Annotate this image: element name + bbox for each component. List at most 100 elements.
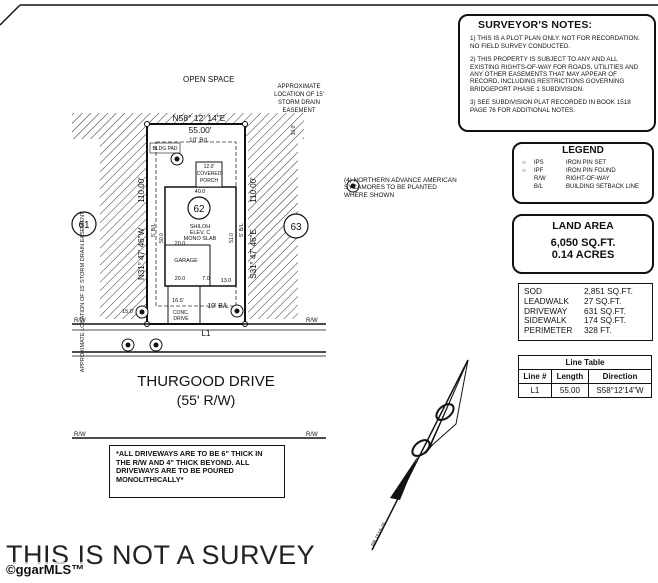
dim-13: 13.0	[221, 278, 232, 284]
area-value: 328 FT.	[584, 325, 612, 336]
north-arrow-label: PB 1518-76	[370, 521, 388, 547]
north-bearing: N58° 12' 14"E	[173, 113, 226, 123]
tree-note: (4) NORTHERN ADVANCE AMERICAN SYCAMORES …	[344, 177, 457, 199]
dim-10: 10.0'	[291, 125, 297, 136]
legend-abbr: IPF	[534, 168, 544, 174]
legend-row: R/W RIGHT-OF-WAY	[522, 175, 644, 183]
house-slab: MONO SLAB	[184, 236, 217, 242]
covered-porch	[195, 161, 223, 188]
table-row: L1 55.00 S58°12'14"W	[518, 383, 652, 398]
lot-62-marker	[187, 196, 211, 220]
porch-covered: COVERED	[197, 171, 222, 177]
dim-50: 50.0	[159, 233, 165, 243]
surveyor-note: 1) THIS IS A PLOT PLAN ONLY. NOT FOR REC…	[470, 35, 640, 50]
house-elevation: ELEV. C	[190, 230, 211, 236]
conc-drive-2: DRIVE	[173, 316, 189, 322]
porch-label: PORCH	[200, 178, 218, 184]
legend-abbr: IPS	[534, 160, 544, 166]
easement-hatch-left	[100, 139, 146, 319]
garage-area	[164, 244, 211, 287]
legend-abbr: R/W	[534, 176, 546, 182]
legend-desc: IRON PIN FOUND	[566, 168, 616, 174]
surveyor-notes-box: SURVEYOR'S NOTES: 1) THIS IS A PLOT PLAN…	[458, 14, 656, 132]
dim-15: 15.0'	[122, 309, 134, 315]
dim-20-top: 20.0	[175, 241, 186, 247]
road-name: THURGOOD DRIVE	[137, 373, 275, 390]
sycamore-tree-icon	[170, 152, 184, 166]
line-table-header: Length	[550, 369, 590, 384]
line-table-cell: L1	[518, 383, 552, 398]
area-value: 174 SQ.FT.	[584, 315, 626, 326]
rear-setback: 10' B/L	[189, 137, 209, 144]
side-setback-right: 5' B/L	[239, 223, 245, 237]
rw-label-south-right: R/W	[306, 432, 318, 438]
legend-desc: RIGHT-OF-WAY	[566, 176, 610, 182]
front-setback: 10' B/L	[207, 303, 229, 310]
bldg-pad	[149, 142, 181, 154]
surveyor-notes-title: SURVEYOR'S NOTES:	[478, 19, 593, 31]
left-side-bearing: N31° 47' 46"W	[137, 228, 146, 280]
easement-top-line-4: EASEMENT	[282, 108, 315, 114]
left-side-length: 110.00'	[137, 177, 146, 203]
right-side-length: 110.00'	[249, 177, 258, 203]
iron-pin-corner	[242, 121, 248, 127]
easement-top-line-3: STORM DRAIN	[278, 100, 320, 106]
area-value: 27 SQ.FT.	[584, 295, 622, 306]
legend-row: ○ IPS IRON PIN SET	[522, 159, 644, 167]
dim-51: 51.0	[229, 233, 235, 243]
area-label: LEADWALK	[524, 295, 569, 306]
line-table-cell: 55.00	[550, 383, 590, 398]
surveyor-note: 3) SEE SUBDIVISION PLAT RECORDED IN BOOK…	[470, 99, 631, 114]
road-rw: (55' R/W)	[177, 392, 236, 408]
dim-7: 7.0	[202, 276, 210, 282]
north-arrow-icon	[371, 359, 469, 551]
lot-63-marker	[283, 213, 309, 239]
land-area-acres: 0.14 ACRES	[551, 249, 615, 261]
garage-label: GARAGE	[174, 258, 198, 264]
pin-icon: ○	[522, 168, 526, 174]
mls-logo: ©ggarMLS™	[4, 562, 87, 577]
rw-label-south-left: R/W	[74, 432, 86, 438]
line-table-title: Line Table	[518, 355, 652, 370]
conc-drive-1: CONC.	[173, 310, 189, 316]
sycamore-tree-icon	[149, 338, 163, 352]
sycamore-tree-icon	[346, 179, 360, 193]
rw-label-right: R/W	[306, 318, 318, 324]
area-row: SIDEWALK 174 SQ.FT.	[524, 316, 647, 326]
sycamore-tree-icon	[230, 304, 244, 318]
sycamore-tree-icon	[121, 338, 135, 352]
line-table-header: Line #	[518, 369, 552, 384]
legend-spacer	[522, 175, 534, 183]
easement-top-line-2: LOCATION OF 15'	[274, 92, 324, 98]
legend-title: LEGEND	[562, 145, 604, 156]
porch-dim: 12.0'	[204, 164, 215, 170]
lot-left-number: 61	[78, 220, 90, 231]
legend-desc: IRON PIN SET	[566, 160, 607, 166]
legend-spacer	[522, 183, 534, 191]
area-label: PERIMETER	[524, 325, 573, 336]
area-value: 631 SQ.FT.	[584, 305, 626, 316]
pin-icon: ○	[522, 160, 526, 166]
line-table: Line Table Line # Length Direction L1 55…	[518, 355, 652, 398]
lot-61-marker	[71, 211, 97, 237]
dim-20-bottom: 20.0	[175, 276, 186, 282]
easement-left-label: APPROXIMATE LOCATION OF 15' STORM DRAIN …	[80, 211, 86, 372]
bldg-pad-label: BLDG PAD	[153, 146, 178, 152]
legend-abbr: B/L	[534, 184, 544, 190]
house-model: SHILOH	[190, 224, 211, 230]
easement-top-line-1: APPROXIMATE	[278, 84, 321, 90]
land-area-box: LAND AREA 6,050 SQ.FT. 0.14 ACRES	[512, 214, 654, 274]
iron-pin-corner	[144, 121, 150, 127]
surveyor-note: 2) THIS PROPERTY IS SUBJECT TO ANY AND A…	[470, 56, 639, 93]
land-area-sqft: 6,050 SQ.FT.	[550, 237, 616, 249]
sycamore-tree-icon	[135, 305, 149, 319]
legend-box: LEGEND ○ IPS IRON PIN SET ○ IPF IRON PIN FOU…	[512, 142, 654, 204]
line-l1-label: L1	[202, 329, 211, 338]
area-label: SIDEWALK	[524, 315, 567, 326]
legend-row: ○ IPF IRON PIN FOUND	[522, 167, 644, 175]
north-length: 55.00'	[189, 125, 212, 135]
